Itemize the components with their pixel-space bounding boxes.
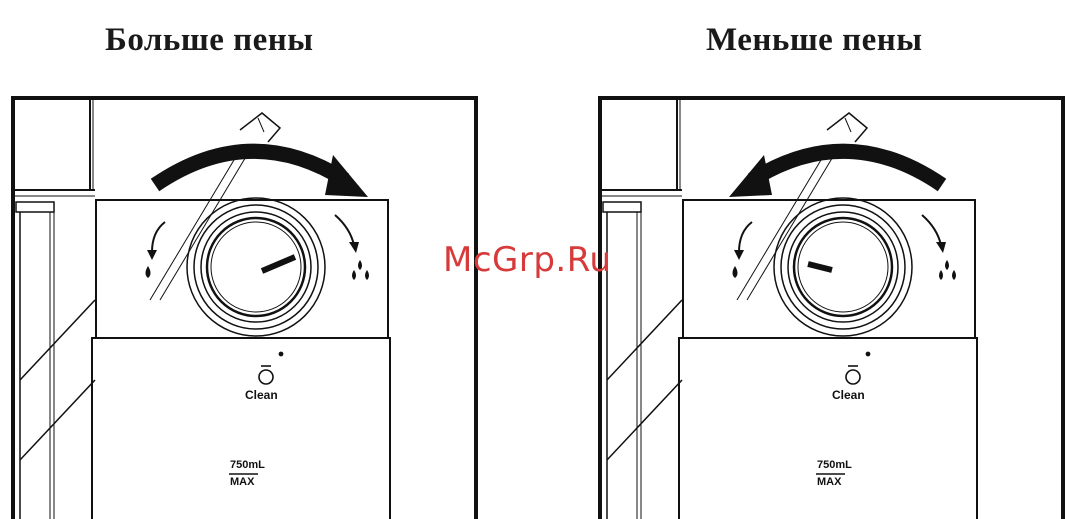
- single-drop-icon: [733, 266, 738, 278]
- counterclockwise-arrow-icon: [729, 151, 942, 197]
- watermark-text: McGrp.Ru: [443, 240, 611, 280]
- foam-knob: [774, 198, 912, 336]
- clean-label: Clean: [832, 388, 865, 402]
- triple-drop-icon: [939, 260, 956, 280]
- max-label: MAX: [817, 477, 841, 488]
- clean-icon: [846, 352, 870, 384]
- volume-label: 750mL: [817, 460, 852, 471]
